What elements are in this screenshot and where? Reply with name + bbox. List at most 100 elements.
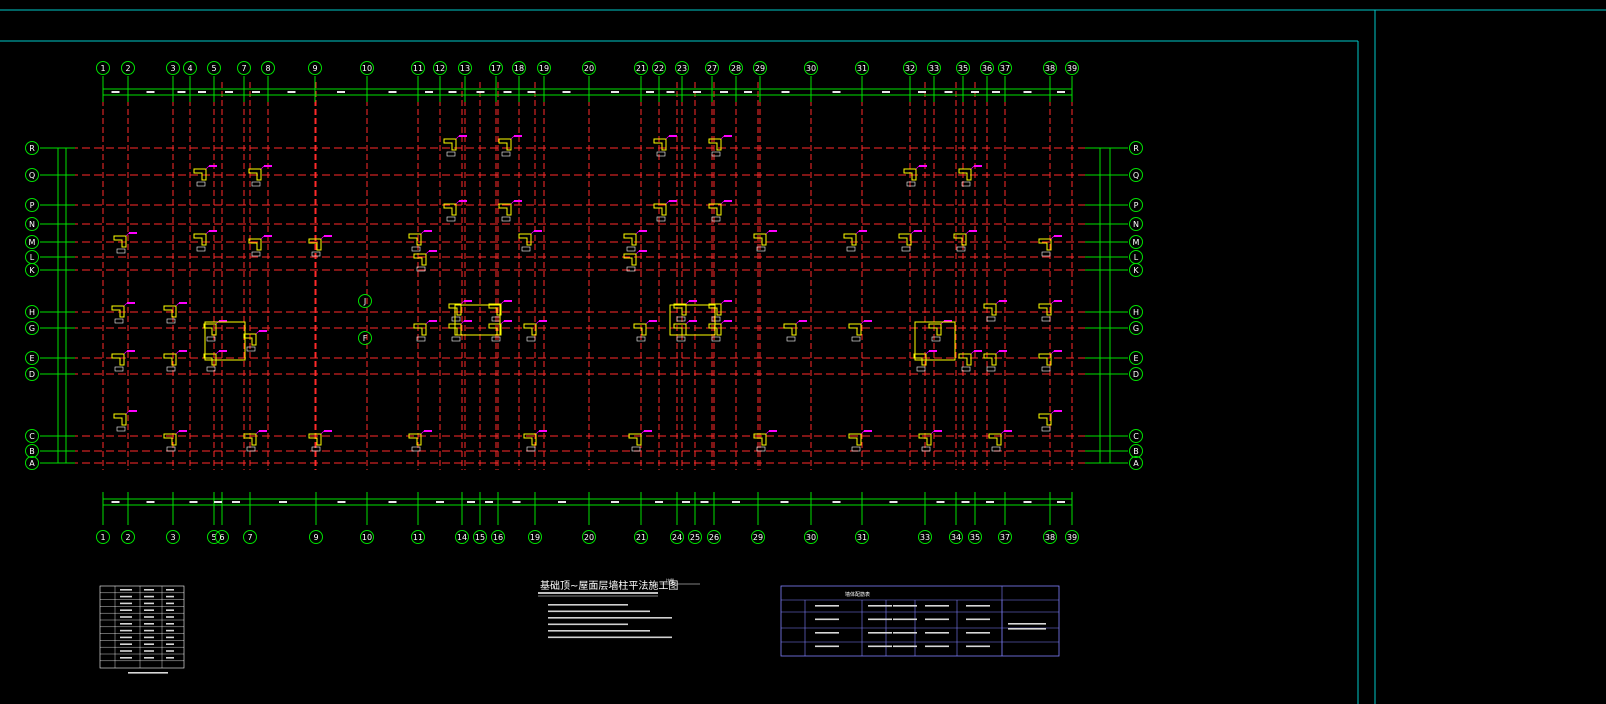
axis-bubble-right-N: N — [1129, 217, 1143, 231]
elev-cell-mark — [166, 643, 174, 645]
axis-bubble-label: E — [1133, 354, 1138, 363]
wall-leader — [260, 235, 265, 240]
axis-bubble-circle — [455, 530, 469, 544]
wall-tag-box — [756, 246, 766, 252]
axis-bubble-circle — [358, 331, 372, 345]
axis-bubble-label: D — [29, 370, 35, 379]
wall-tag-box — [311, 251, 321, 257]
wall-tag-box — [636, 336, 646, 342]
dim-text-mark — [832, 501, 841, 503]
dim-text-mark — [337, 501, 346, 503]
wall-cell-mark — [893, 605, 917, 607]
axis-bubble-circle — [1129, 429, 1143, 443]
wall-label-mark — [424, 430, 432, 432]
axis-bubble-label: 19 — [530, 533, 540, 542]
axis-bubble-label: 24 — [672, 533, 682, 542]
wall-section — [623, 230, 647, 252]
wall-leader — [640, 430, 645, 435]
axis-bubble-top-32: 32 — [903, 61, 917, 75]
wall-label-mark — [669, 135, 677, 137]
axis-bubble-label: A — [29, 459, 35, 468]
axis-bubble-top-9: 9 — [308, 61, 322, 75]
dim-text-mark — [232, 501, 240, 503]
wall-leader — [255, 330, 260, 335]
axis-bubble-label: 21 — [636, 533, 646, 542]
wall-section — [753, 230, 777, 252]
axis-bubble-left-B: B — [25, 444, 39, 458]
axis-bubble-circle — [25, 456, 39, 470]
wall-tag-box — [1041, 426, 1051, 432]
axis-bubble-circle — [207, 61, 221, 75]
wall-label-mark — [127, 350, 135, 352]
dim-text-mark — [889, 501, 898, 503]
elev-cell-mark — [120, 650, 132, 652]
axis-bubble-circle — [1065, 530, 1079, 544]
wall-tag-box — [1041, 251, 1051, 257]
wall-section — [848, 430, 872, 452]
elev-cell-mark — [120, 602, 132, 605]
axis-bubble-label: 35 — [970, 533, 980, 542]
dim-text-mark — [986, 501, 994, 503]
floor-elevation-table — [99, 585, 185, 674]
axis-bubble-label: Q — [1133, 171, 1139, 180]
wall-tag-box — [656, 216, 666, 222]
elev-cell-mark — [144, 589, 154, 591]
axis-bubble-circle — [751, 530, 765, 544]
elev-cell-mark — [144, 650, 154, 652]
axis-bubble-left-G: G — [25, 321, 39, 335]
wall-section — [163, 302, 187, 324]
wall-cell-mark — [868, 632, 892, 634]
axis-bubble-bottom-31: 31 — [855, 530, 869, 544]
wall-label-mark — [429, 250, 437, 252]
axis-bubble-bottom-24: 24 — [670, 530, 684, 544]
axis-bubble-bottom-5: 5 — [207, 530, 221, 544]
axis-bubble-circle — [458, 61, 472, 75]
dim-text-mark — [971, 91, 979, 93]
wall-label-mark — [859, 230, 867, 232]
wall-tag-box — [1041, 316, 1051, 322]
axis-bubble-circle — [705, 61, 719, 75]
axis-bubble-top-30: 30 — [804, 61, 818, 75]
wall-leader — [720, 200, 725, 205]
dim-text-mark — [279, 501, 287, 503]
axis-bubble-circle — [855, 530, 869, 544]
wall-leader — [123, 350, 128, 355]
wall-label-mark — [639, 250, 647, 252]
wall-label-mark — [209, 165, 217, 167]
wall-section — [523, 430, 547, 452]
wall-label-mark — [424, 230, 432, 232]
wall-tag-box — [196, 181, 206, 187]
axis-bubble-bottom-34: 34 — [949, 530, 963, 544]
axis-bubble-bottom-29: 29 — [751, 530, 765, 544]
dim-text-mark — [225, 91, 233, 93]
dim-text-mark — [1057, 91, 1065, 93]
wall-tag-box — [166, 366, 176, 372]
elev-cell-mark — [166, 623, 174, 625]
dim-text-mark — [682, 501, 690, 503]
wall-cell-mark — [815, 605, 839, 607]
wall-section — [708, 200, 732, 222]
wall-section — [653, 200, 677, 222]
wall-tag-box — [626, 266, 636, 272]
axis-bubble-label: D — [1133, 370, 1139, 379]
axis-bubble-circle — [634, 61, 648, 75]
axis-bubble-circle — [25, 141, 39, 155]
axis-bubble-label: 20 — [584, 533, 594, 542]
dim-text-mark — [527, 91, 536, 93]
wall-label-mark — [259, 330, 267, 332]
axis-bubble-label: 39 — [1067, 64, 1077, 73]
axis-bubble-top-33: 33 — [927, 61, 941, 75]
elev-cell-mark — [120, 629, 132, 632]
drawing-title-block: 基础顶~屋面层墙柱平法施工图 比例 — [538, 577, 700, 639]
axis-bubble-label: 17 — [491, 64, 501, 73]
wall-leader — [1000, 430, 1005, 435]
wall-section — [673, 300, 697, 322]
axis-bubble-circle — [998, 530, 1012, 544]
axis-bubble-circle — [1129, 367, 1143, 381]
axis-bubble-label: 3 — [170, 64, 175, 73]
elev-cell-mark — [144, 602, 154, 605]
axis-bubble-right-R: R — [1129, 141, 1143, 155]
axis-bubble-right-H: H — [1129, 305, 1143, 319]
